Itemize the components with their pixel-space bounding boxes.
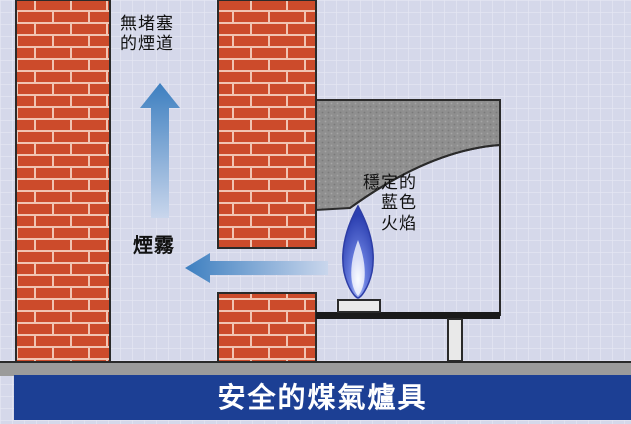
flame-icon [342,204,374,299]
up-arrow-icon [140,83,180,218]
center-brick-wall-lower [217,292,317,363]
chimney-label: 無堵塞 的煙道 [120,14,174,55]
page-title: 安全的煤氣爐具 [217,381,428,414]
burner [337,299,381,313]
stove-shelf [316,312,500,319]
floor [0,362,631,376]
smoke-label: 煙霧 [133,233,175,257]
left-arrow-icon [185,253,328,283]
center-brick-wall-upper [217,0,317,249]
flame-label: 穩定的 藍色 火焰 [363,173,417,234]
left-brick-wall [15,0,111,363]
title-bar: 安全的煤氣爐具 [14,375,631,420]
stove-leg [447,318,463,362]
hood-curve [349,144,501,209]
